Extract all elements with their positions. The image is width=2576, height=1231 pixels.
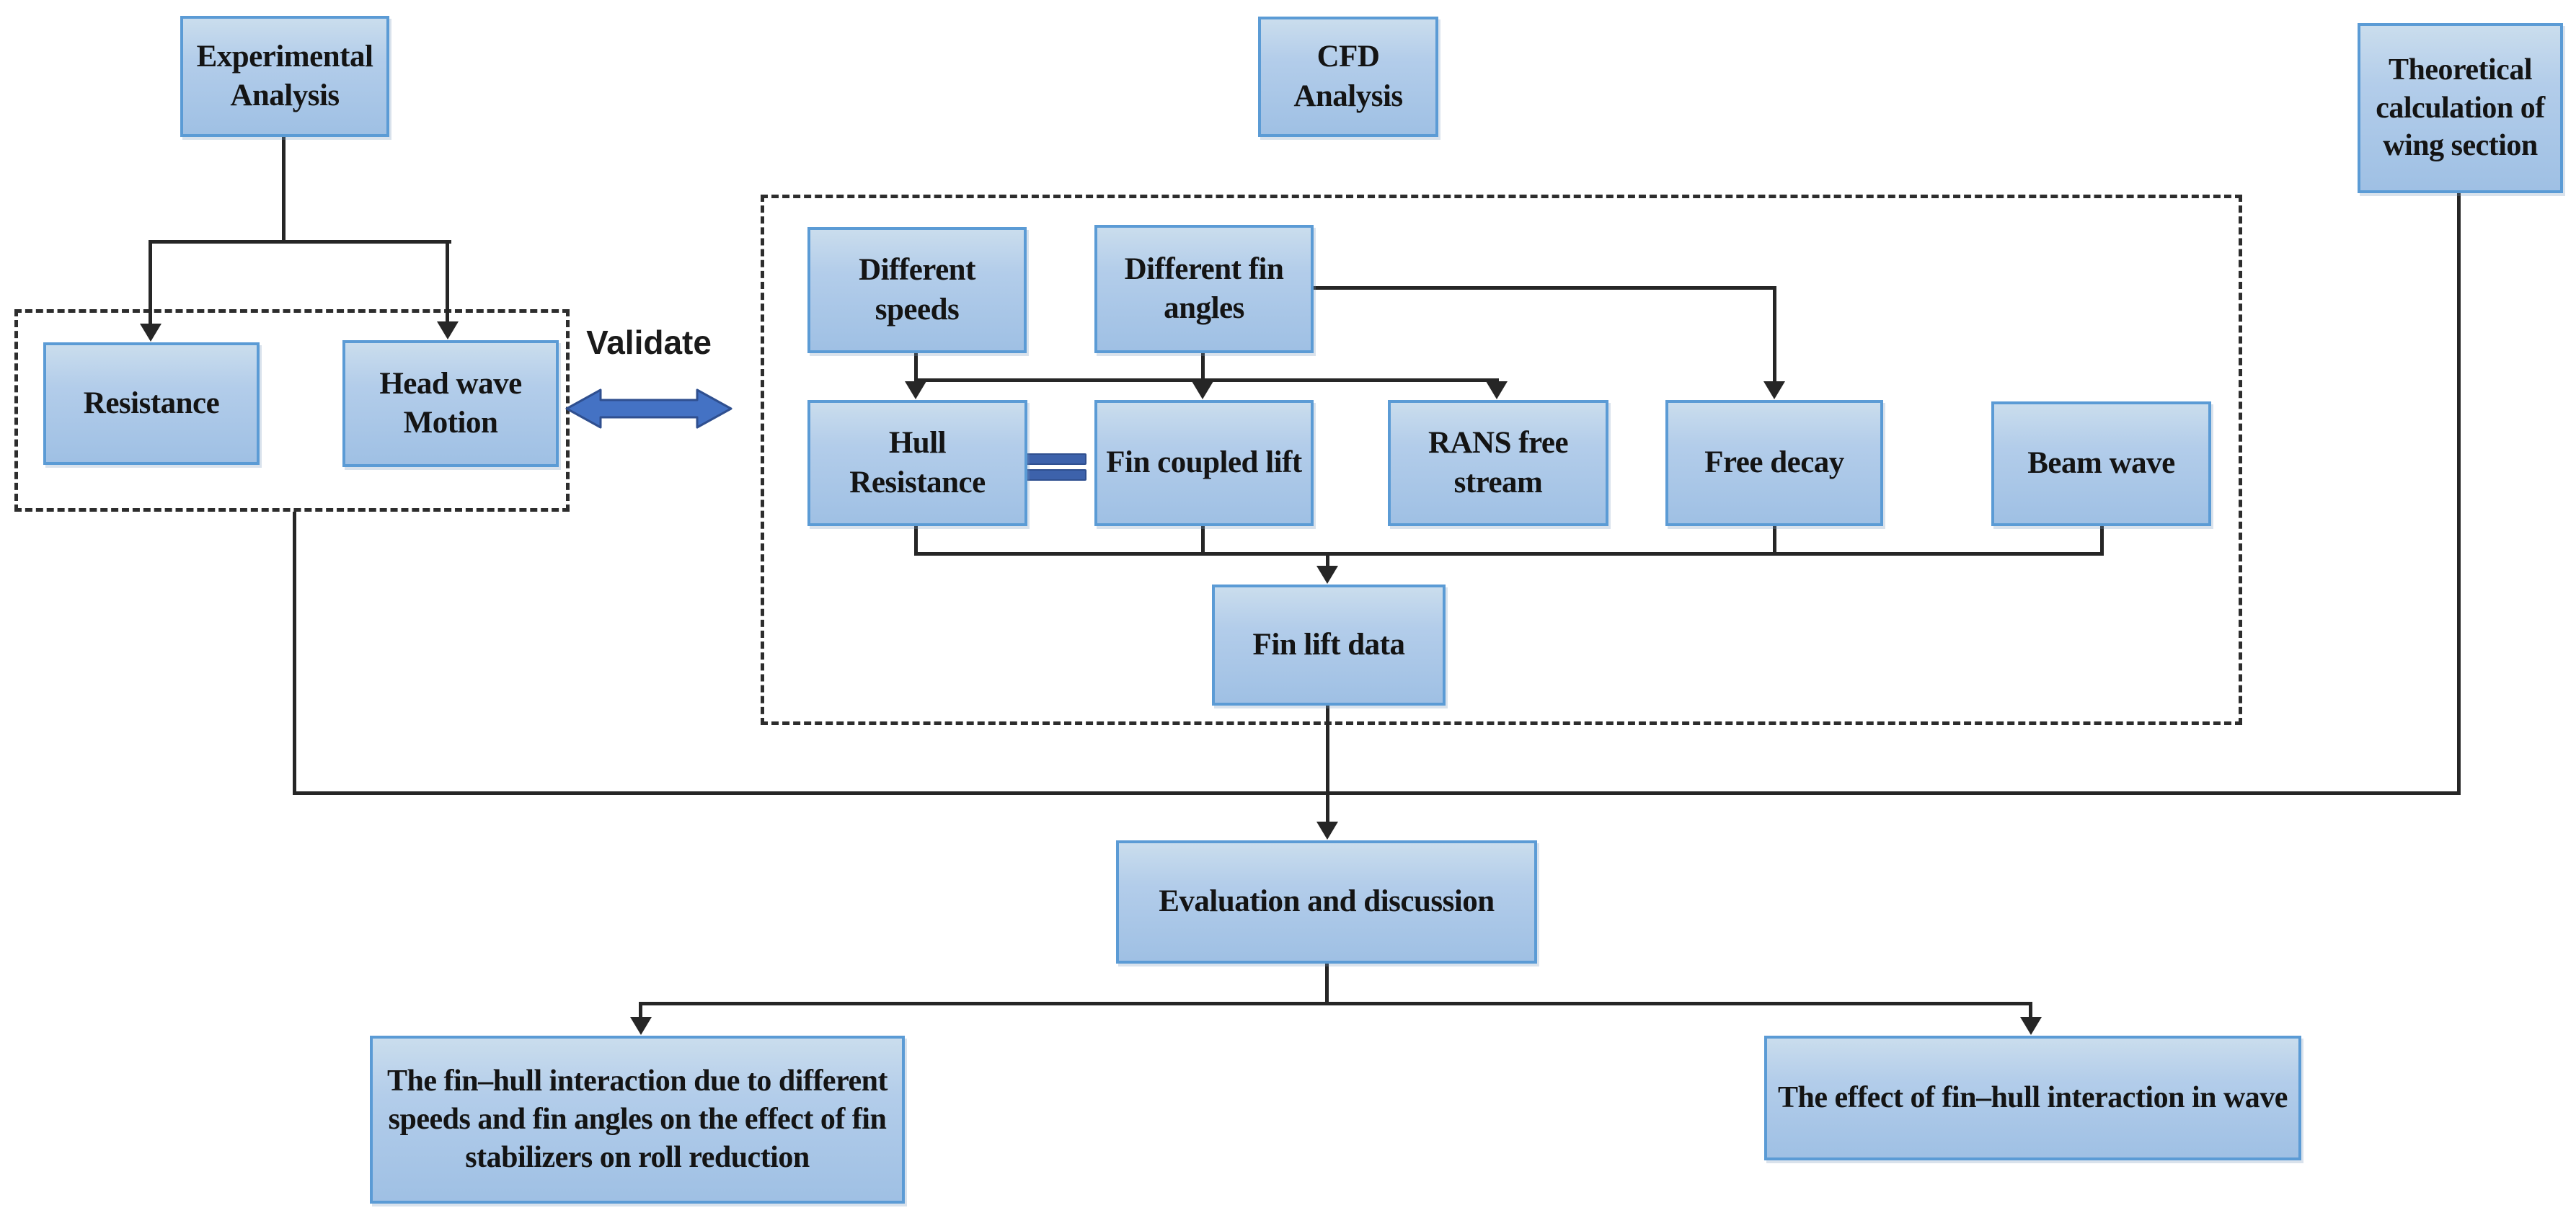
node-fin-coupled-lift: Fin coupled lift — [1094, 400, 1314, 526]
arrowhead-outcome-left — [630, 1017, 652, 1035]
node-different-speeds: Different speeds — [807, 227, 1027, 353]
node-rans-free-stream: RANS free stream — [1388, 400, 1608, 526]
arrowhead-free-decay — [1763, 381, 1785, 399]
node-different-fin-angles: Different fin angles — [1094, 225, 1314, 353]
node-beam-wave: Beam wave — [1991, 401, 2211, 526]
arrowhead-fin-lift-data — [1316, 566, 1338, 584]
node-cfd-analysis: CFD Analysis — [1258, 17, 1438, 137]
arrowhead-head-wave — [437, 321, 459, 339]
node-theoretical-calculation: Theoretical calculation of wing section — [2358, 23, 2563, 193]
connector-to-head-wave — [446, 240, 449, 323]
node-free-decay: Free decay — [1665, 400, 1883, 526]
arrowhead-rans-free-stream — [1486, 381, 1508, 399]
connector-fin-lift-down — [1326, 706, 1329, 825]
node-experimental-analysis: Experimental Analysis — [180, 16, 389, 137]
connector-c-fin-coupled-feed — [1201, 526, 1205, 556]
validate-double-arrow-icon — [565, 388, 732, 429]
connector-c-beam-wave-feed — [2100, 526, 2104, 556]
connector-outcome-right-down — [2029, 1002, 2032, 1020]
connector-evaluation-down — [1325, 964, 1329, 1005]
node-fin-lift-data: Fin lift data — [1212, 585, 1446, 706]
arrowhead-resistance — [140, 324, 161, 342]
connector-c-hull-feed — [914, 526, 918, 556]
validate-label: Validate — [586, 324, 712, 361]
cfd-group-frame — [761, 195, 2242, 725]
node-hull-resistance: Hull Resistance — [807, 400, 1027, 526]
connector-theoretical-down — [2457, 193, 2461, 795]
connector-outcome-left-down — [639, 1002, 642, 1020]
arrowhead-fin-coupled-lift — [1192, 381, 1213, 399]
connector-to-resistance — [149, 240, 152, 325]
connector-b-horizontal — [1314, 286, 1776, 290]
connector-fin-angles-down — [1201, 353, 1205, 382]
node-resistance: Resistance — [43, 342, 260, 465]
node-evaluation-and-discussion: Evaluation and discussion — [1116, 840, 1537, 964]
connector-merge-line — [293, 791, 2461, 795]
node-outcome-roll-reduction: The fin–hull interaction due to differen… — [370, 1036, 905, 1204]
connector-a-horizontal — [914, 378, 1499, 382]
arrowhead-hull-resistance — [905, 381, 926, 399]
node-head-wave-motion: Head wave Motion — [342, 340, 559, 467]
connector-experimental-group-down — [293, 512, 296, 795]
equals-icon — [1024, 469, 1086, 481]
equals-icon — [1024, 453, 1086, 465]
connector-speeds-down — [914, 353, 918, 382]
connector-c-horizontal — [914, 552, 2104, 556]
arrowhead-outcome-right — [2020, 1017, 2042, 1035]
connector-experimental-down — [282, 137, 286, 244]
connector-experimental-fork — [149, 240, 451, 244]
connector-c-free-decay-feed — [1773, 526, 1776, 556]
connector-outcomes-branch — [639, 1002, 2032, 1005]
arrowhead-evaluation — [1316, 822, 1338, 840]
node-outcome-wave-effect: The effect of fin–hull interaction in wa… — [1764, 1036, 2301, 1160]
connector-b-free-decay-down — [1773, 286, 1776, 383]
connector-c-down-stub — [1326, 552, 1329, 568]
